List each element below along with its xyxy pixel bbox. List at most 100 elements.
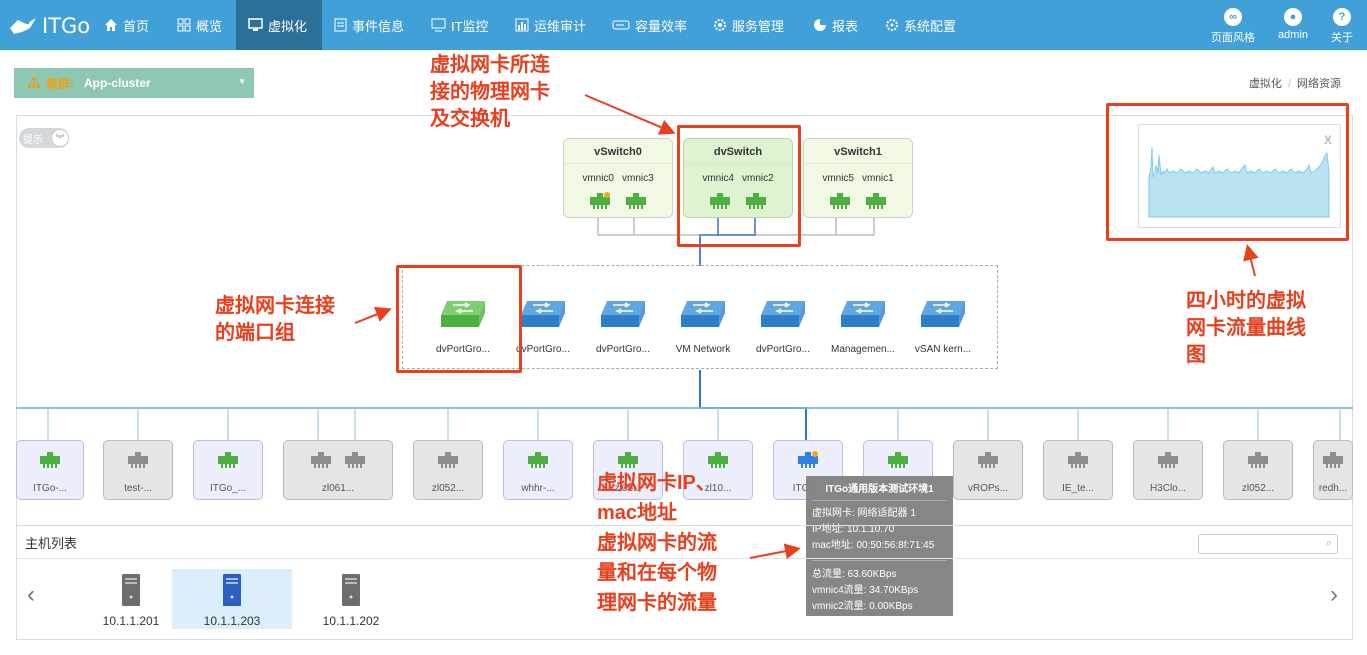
- host-search-input[interactable]: ⌕: [1198, 534, 1338, 554]
- portgroup-label: dvPortGro...: [756, 344, 810, 355]
- tooltip-vmnic2-traffic: vmnic2流量: 0.00KBps: [812, 601, 913, 612]
- annotation-switch: 虚拟网卡所连 接的物理网卡 及交换机: [430, 52, 550, 133]
- portgroup-item[interactable]: dvPortGro...: [583, 297, 663, 355]
- host-item[interactable]: 10.1.1.202: [291, 569, 411, 629]
- portgroup-item[interactable]: Managemen...: [823, 297, 903, 355]
- nav-events[interactable]: 事件信息: [334, 0, 404, 50]
- nav-audit[interactable]: 运维审计: [515, 0, 586, 50]
- annotation-line: 虚拟网卡所连: [430, 54, 550, 76]
- annotation-portgroup: 虚拟网卡连接 的端口组: [215, 293, 335, 347]
- close-icon[interactable]: X: [1323, 133, 1332, 147]
- user-icon: ●: [1284, 8, 1302, 26]
- vm-item[interactable]: whhr-...: [503, 440, 573, 500]
- link-icon: ∞: [1224, 8, 1242, 26]
- cluster-selector[interactable]: 集群: App-cluster ▼: [14, 68, 254, 98]
- vm-item[interactable]: zl052...: [413, 440, 483, 500]
- nic-port-icon[interactable]: [626, 192, 646, 209]
- vm-item[interactable]: vROPs...: [953, 440, 1023, 500]
- vswitch-title: vSwitch1: [804, 139, 912, 164]
- drive-icon: [612, 20, 630, 30]
- nic-port-icon: [618, 452, 638, 468]
- breadcrumb-item-virtualization[interactable]: 虚拟化: [1248, 78, 1282, 90]
- hint-toggle[interactable]: 提示︾: [19, 128, 69, 148]
- nic-port-icon: [218, 452, 238, 468]
- nav-overview[interactable]: 概览: [177, 0, 222, 50]
- vm-item[interactable]: zl061...: [283, 440, 393, 500]
- portgroup-label: dvPortGro...: [436, 344, 490, 355]
- cluster-prefix: 集群:: [46, 76, 74, 91]
- nav-virtualization-label: 虚拟化: [268, 18, 308, 34]
- vm-item[interactable]: H3Clo...: [1133, 440, 1203, 500]
- vm-item[interactable]: IE_te...: [1043, 440, 1113, 500]
- vm-name: redh...: [1318, 483, 1348, 494]
- nav-user-label: admin: [1278, 29, 1308, 41]
- vm-name: whhr-...: [521, 483, 555, 494]
- nic-port-icon: [708, 452, 728, 468]
- nav-reports[interactable]: 报表: [813, 0, 858, 50]
- next-arrow-icon[interactable]: ›: [1330, 581, 1338, 608]
- nav-it-monitor-label: IT监控: [451, 18, 489, 34]
- nic-port-icon[interactable]: [590, 192, 610, 209]
- nic-label: vmnic4: [702, 173, 734, 184]
- vm-name: zl05...: [614, 483, 642, 494]
- vm-item[interactable]: ITGo-...: [16, 440, 84, 500]
- nav-it-monitor[interactable]: IT监控: [431, 0, 489, 50]
- annotation-line: 的端口组: [215, 322, 295, 344]
- nic-port-icon: [798, 451, 818, 468]
- vm-item[interactable]: ITGo_...: [193, 440, 263, 500]
- nic-port-icon: [1323, 452, 1343, 468]
- nav-overview-label: 概览: [196, 18, 223, 34]
- nav-virtualization[interactable]: 虚拟化: [236, 0, 322, 50]
- portgroup-item[interactable]: dvPortGro...: [743, 297, 823, 355]
- nav-about[interactable]: ?关于: [1320, 0, 1364, 50]
- document-icon: [334, 18, 347, 32]
- vm-item[interactable]: zl052...: [1223, 440, 1293, 500]
- nav-theme-label: 页面风格: [1211, 32, 1255, 44]
- prev-arrow-icon[interactable]: ‹: [27, 581, 35, 608]
- nav-user[interactable]: ● admin: [1271, 0, 1315, 50]
- switch-icon: [841, 301, 885, 327]
- nav-home[interactable]: 首页: [104, 0, 149, 50]
- traffic-chart-panel: X: [1138, 124, 1341, 228]
- cog-icon: [886, 19, 898, 31]
- nic-port-icon: [345, 452, 365, 468]
- vm-item[interactable]: redh...: [1313, 440, 1353, 500]
- vm-name: ITGo-...: [33, 483, 67, 494]
- vm-name: zl052...: [1241, 483, 1275, 494]
- vm-name: vROPs...: [967, 483, 1008, 494]
- portgroup-item[interactable]: dvPortGro...: [423, 297, 503, 355]
- portgroup-item[interactable]: VM Network: [663, 297, 743, 355]
- annotation-line: 接的物理网卡: [430, 81, 550, 103]
- traffic-chart: [1148, 146, 1330, 218]
- nav-service[interactable]: 服务管理: [713, 0, 784, 50]
- nav-system[interactable]: 系统配置: [885, 0, 956, 50]
- portgroup-item[interactable]: vSAN kern...: [903, 297, 983, 355]
- host-item[interactable]: 10.1.1.201: [71, 569, 191, 629]
- portgroup-item[interactable]: dvPortGro...: [503, 297, 583, 355]
- logo[interactable]: ITGo: [8, 10, 90, 42]
- vm-item[interactable]: zl05...: [593, 440, 663, 500]
- nic-port-icon[interactable]: [866, 192, 886, 209]
- chevron-down-icon: ▼: [238, 77, 246, 86]
- nav-theme[interactable]: ∞ 页面风格: [1209, 0, 1257, 50]
- vm-item[interactable]: zl10...: [683, 440, 753, 500]
- nic-port-icon[interactable]: [830, 192, 850, 209]
- tooltip-mac: mac地址: 00:50:56:8f:71:45: [812, 540, 935, 551]
- double-chevron-down-icon: ︾: [51, 129, 69, 147]
- nic-port-icon: [888, 452, 908, 468]
- search-icon: ⌕: [1325, 537, 1332, 549]
- switch-icon: [761, 301, 805, 327]
- nic-port-icon[interactable]: [710, 192, 730, 209]
- nic-port-icon: [128, 452, 148, 468]
- host-item-selected[interactable]: 10.1.1.203: [172, 569, 292, 629]
- annotation-chart: 四小时的虚拟 网卡流量曲线 图: [1186, 288, 1306, 369]
- nav-capacity-label: 容量效率: [635, 18, 688, 34]
- nic-port-icon[interactable]: [746, 192, 766, 209]
- nav-capacity[interactable]: 容量效率: [612, 0, 687, 50]
- vm-item[interactable]: test-...: [103, 440, 173, 500]
- host-list-panel: 主机列表 ⌕ ‹ › 10.1.1.201 10.1.1.203 10.1.1.…: [16, 525, 1353, 640]
